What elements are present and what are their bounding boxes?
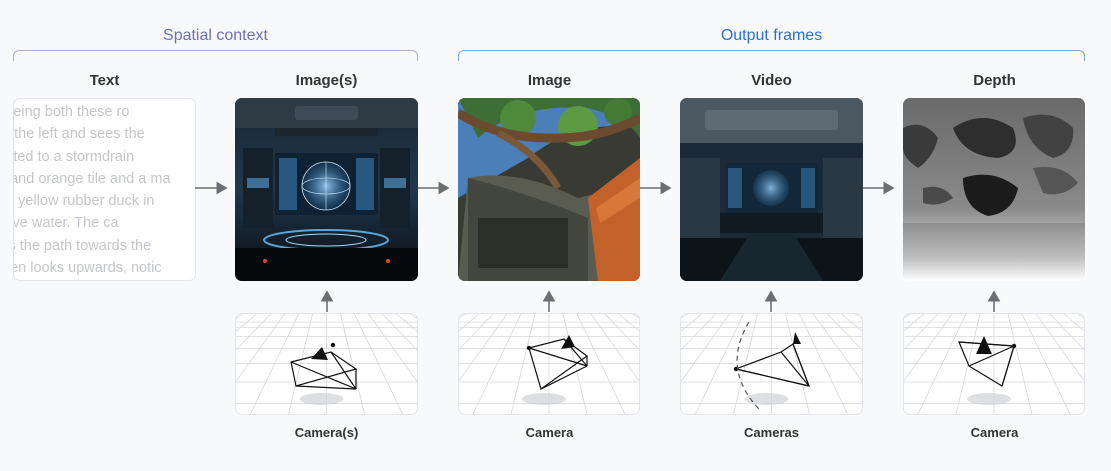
camera-card-image (458, 313, 640, 415)
caption-cameras-video: Cameras (744, 425, 799, 440)
camera-card-input (235, 313, 418, 415)
caption-camera-depth: Camera (970, 425, 1019, 440)
output-frames-bracket (458, 50, 1085, 61)
camera-frustum-icon (733, 343, 810, 387)
text-prompt-line: ected to a stormdrain (13, 148, 135, 165)
camera-frustum-icon (528, 338, 589, 390)
camera-card-video (680, 313, 863, 415)
spatial-context-label: Spatial context (163, 27, 268, 44)
output-image-tree-courtyard (458, 98, 640, 281)
output-frames-label: Output frames (720, 27, 823, 44)
caption-cameras-input: Camera(s) (294, 425, 359, 440)
text-prompt-line: ws the path towards the (13, 237, 152, 254)
camera-frustum-icon (290, 351, 358, 390)
column-title-video: Video (751, 72, 792, 89)
text-prompt-line: e and orange tile and a ma (13, 170, 171, 187)
caption-camera-image: Camera (525, 425, 574, 440)
text-prompt-line: seeing both these ro (13, 104, 130, 120)
text-prompt-line: ctive water. The ca (13, 215, 119, 232)
column-title-image: Image (527, 72, 572, 89)
spatial-context-bracket (13, 50, 418, 61)
text-prompt-line: ng yellow rubber duck in (13, 193, 155, 210)
text-prompt-lines: seeing both these ro to the left and sees… (13, 101, 195, 279)
output-depth-map (903, 98, 1085, 281)
text-prompt-line: to the left and sees the (14, 126, 145, 143)
text-prompt-box: seeing both these ro to the left and sees… (13, 98, 196, 281)
column-title-images: Image(s) (295, 72, 358, 89)
column-title-text: Text (89, 72, 120, 89)
input-image-scifi-room (235, 98, 418, 281)
text-prompt-line: then looks upwards, notic (13, 260, 162, 277)
camera-card-depth (903, 313, 1085, 415)
column-title-depth: Depth (973, 72, 1016, 89)
output-video-frame (680, 98, 863, 281)
